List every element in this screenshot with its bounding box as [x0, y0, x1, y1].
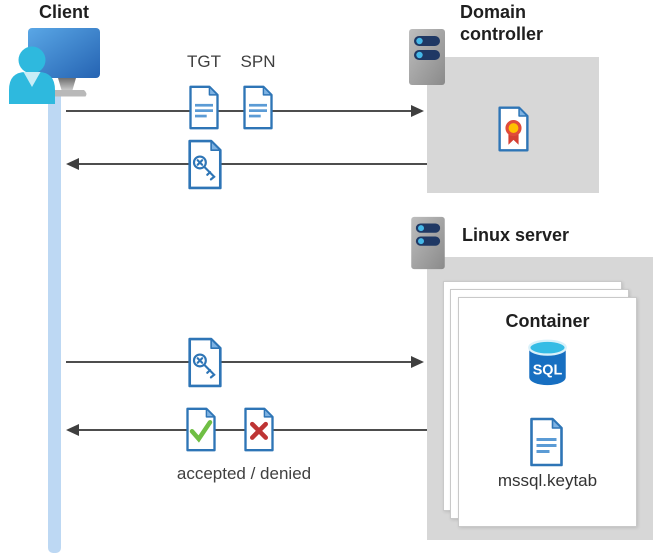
tgt-label: TGT	[187, 52, 221, 71]
arrow-client-to-linux-server	[66, 356, 424, 368]
person-head	[18, 46, 46, 74]
monitor-stand	[58, 78, 76, 90]
client-icon	[9, 28, 100, 104]
keytab-label: mssql.keytab	[497, 471, 598, 490]
accepted-denied-label: accepted / denied	[176, 464, 312, 483]
arrow-domain-controller-to-client	[66, 158, 427, 170]
arrow-client-to-domain-controller	[66, 105, 424, 117]
tgt-document-icon	[189, 85, 219, 130]
accepted-check-document-icon	[186, 407, 216, 452]
container-card: Container SQL mssql.keytab	[458, 297, 637, 527]
key-document-icon	[188, 139, 222, 190]
client-lifeline	[48, 96, 61, 553]
spn-document-icon	[243, 85, 273, 130]
client-label: Client	[38, 2, 89, 22]
keytab-document-icon	[530, 417, 563, 467]
denied-x-document-icon	[244, 407, 274, 452]
key-document-icon	[188, 337, 222, 388]
linux-server-icon	[411, 216, 445, 270]
domain-controller-label: Domain controller	[460, 2, 544, 44]
person-body	[9, 72, 55, 104]
linux-server-label: Linux server	[462, 225, 570, 245]
spn-label: SPN	[240, 52, 276, 71]
container-title: Container	[505, 311, 590, 331]
sql-database-icon: SQL	[528, 339, 567, 386]
domain-controller-server-icon	[409, 29, 445, 85]
sql-icon-label: SQL	[533, 363, 563, 379]
certificate-icon	[498, 106, 529, 152]
